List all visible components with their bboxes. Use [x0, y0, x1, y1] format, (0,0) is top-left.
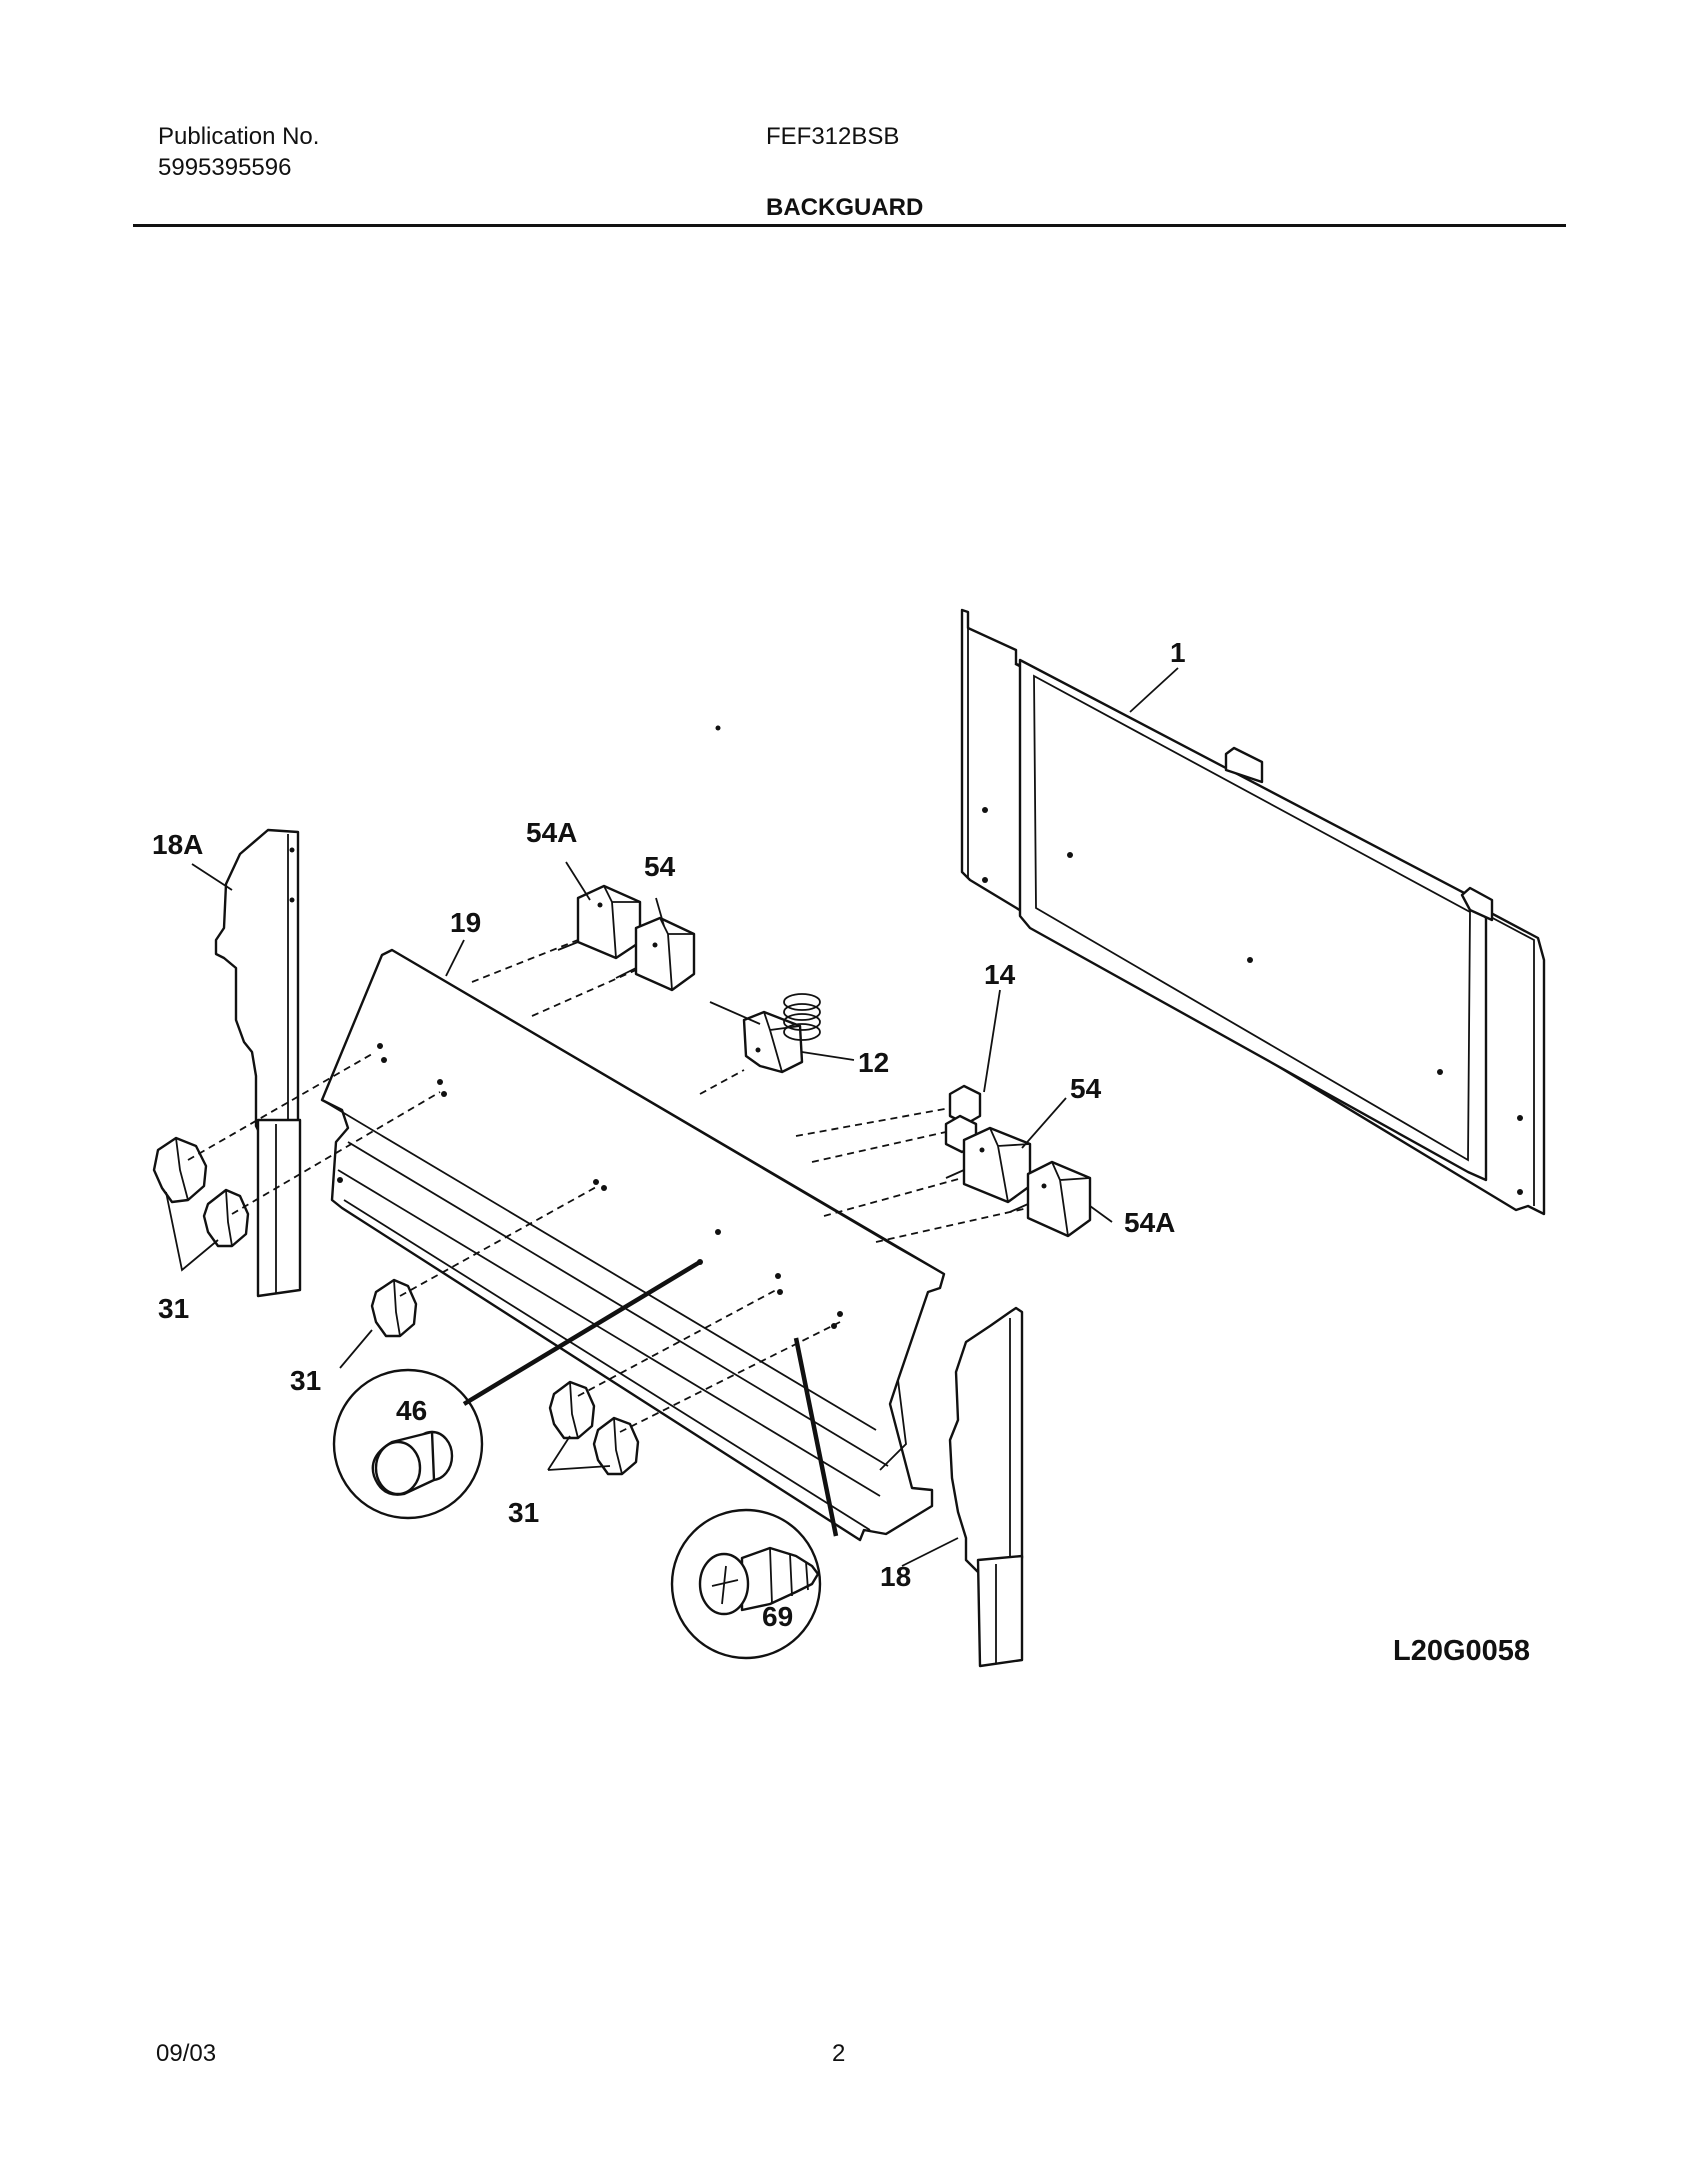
callout-19: 19 [450, 907, 481, 938]
callout-18a: 18A [152, 829, 203, 860]
callout-12: 12 [858, 1047, 889, 1078]
part-69-detail-circle [670, 1508, 822, 1660]
callout-31-right: 31 [508, 1497, 539, 1528]
callout-69: 69 [762, 1601, 793, 1632]
callout-54a-right: 54A [1124, 1207, 1175, 1238]
callout-18: 18 [880, 1561, 911, 1592]
callout-54-top: 54 [644, 851, 676, 882]
callout-14: 14 [984, 959, 1016, 990]
publication-number: 5995395596 [158, 154, 292, 181]
part-19-control-panel [320, 948, 946, 1542]
footer-page-number: 2 [832, 2040, 846, 2067]
part-12-thermostat [709, 993, 821, 1074]
callout-1: 1 [1170, 637, 1186, 668]
callout-54-right: 54 [1070, 1073, 1102, 1104]
part-54-switch-top [615, 916, 696, 992]
footer-date: 09/03 [156, 2040, 217, 2067]
callout-31-left: 31 [158, 1293, 189, 1324]
part-46-detail-circle [332, 1368, 484, 1520]
part-54a-switch-right [1009, 1160, 1092, 1238]
assembly-dashed-lines [187, 939, 1029, 1433]
detail-46-leader [462, 1260, 702, 1406]
publication-label: Publication No. [158, 123, 320, 150]
part-18-right-bracket [948, 1306, 1024, 1668]
callout-31-middle: 31 [290, 1365, 321, 1396]
detail-69-leader [793, 1337, 839, 1537]
part-54a-switch-top [557, 884, 642, 960]
callout-leaders [165, 667, 1179, 1567]
callout-46: 46 [396, 1395, 427, 1426]
part-31-knobs [152, 1136, 640, 1476]
part-18a-left-bracket [214, 828, 302, 1298]
header-rule [133, 224, 1566, 227]
callout-54a-top: 54A [526, 817, 577, 848]
part-1-rear-panel [715, 608, 1546, 1216]
section-title: BACKGUARD [766, 194, 924, 221]
model-number: FEF312BSB [766, 123, 900, 150]
drawing-code: L20G0058 [1393, 1635, 1530, 1667]
